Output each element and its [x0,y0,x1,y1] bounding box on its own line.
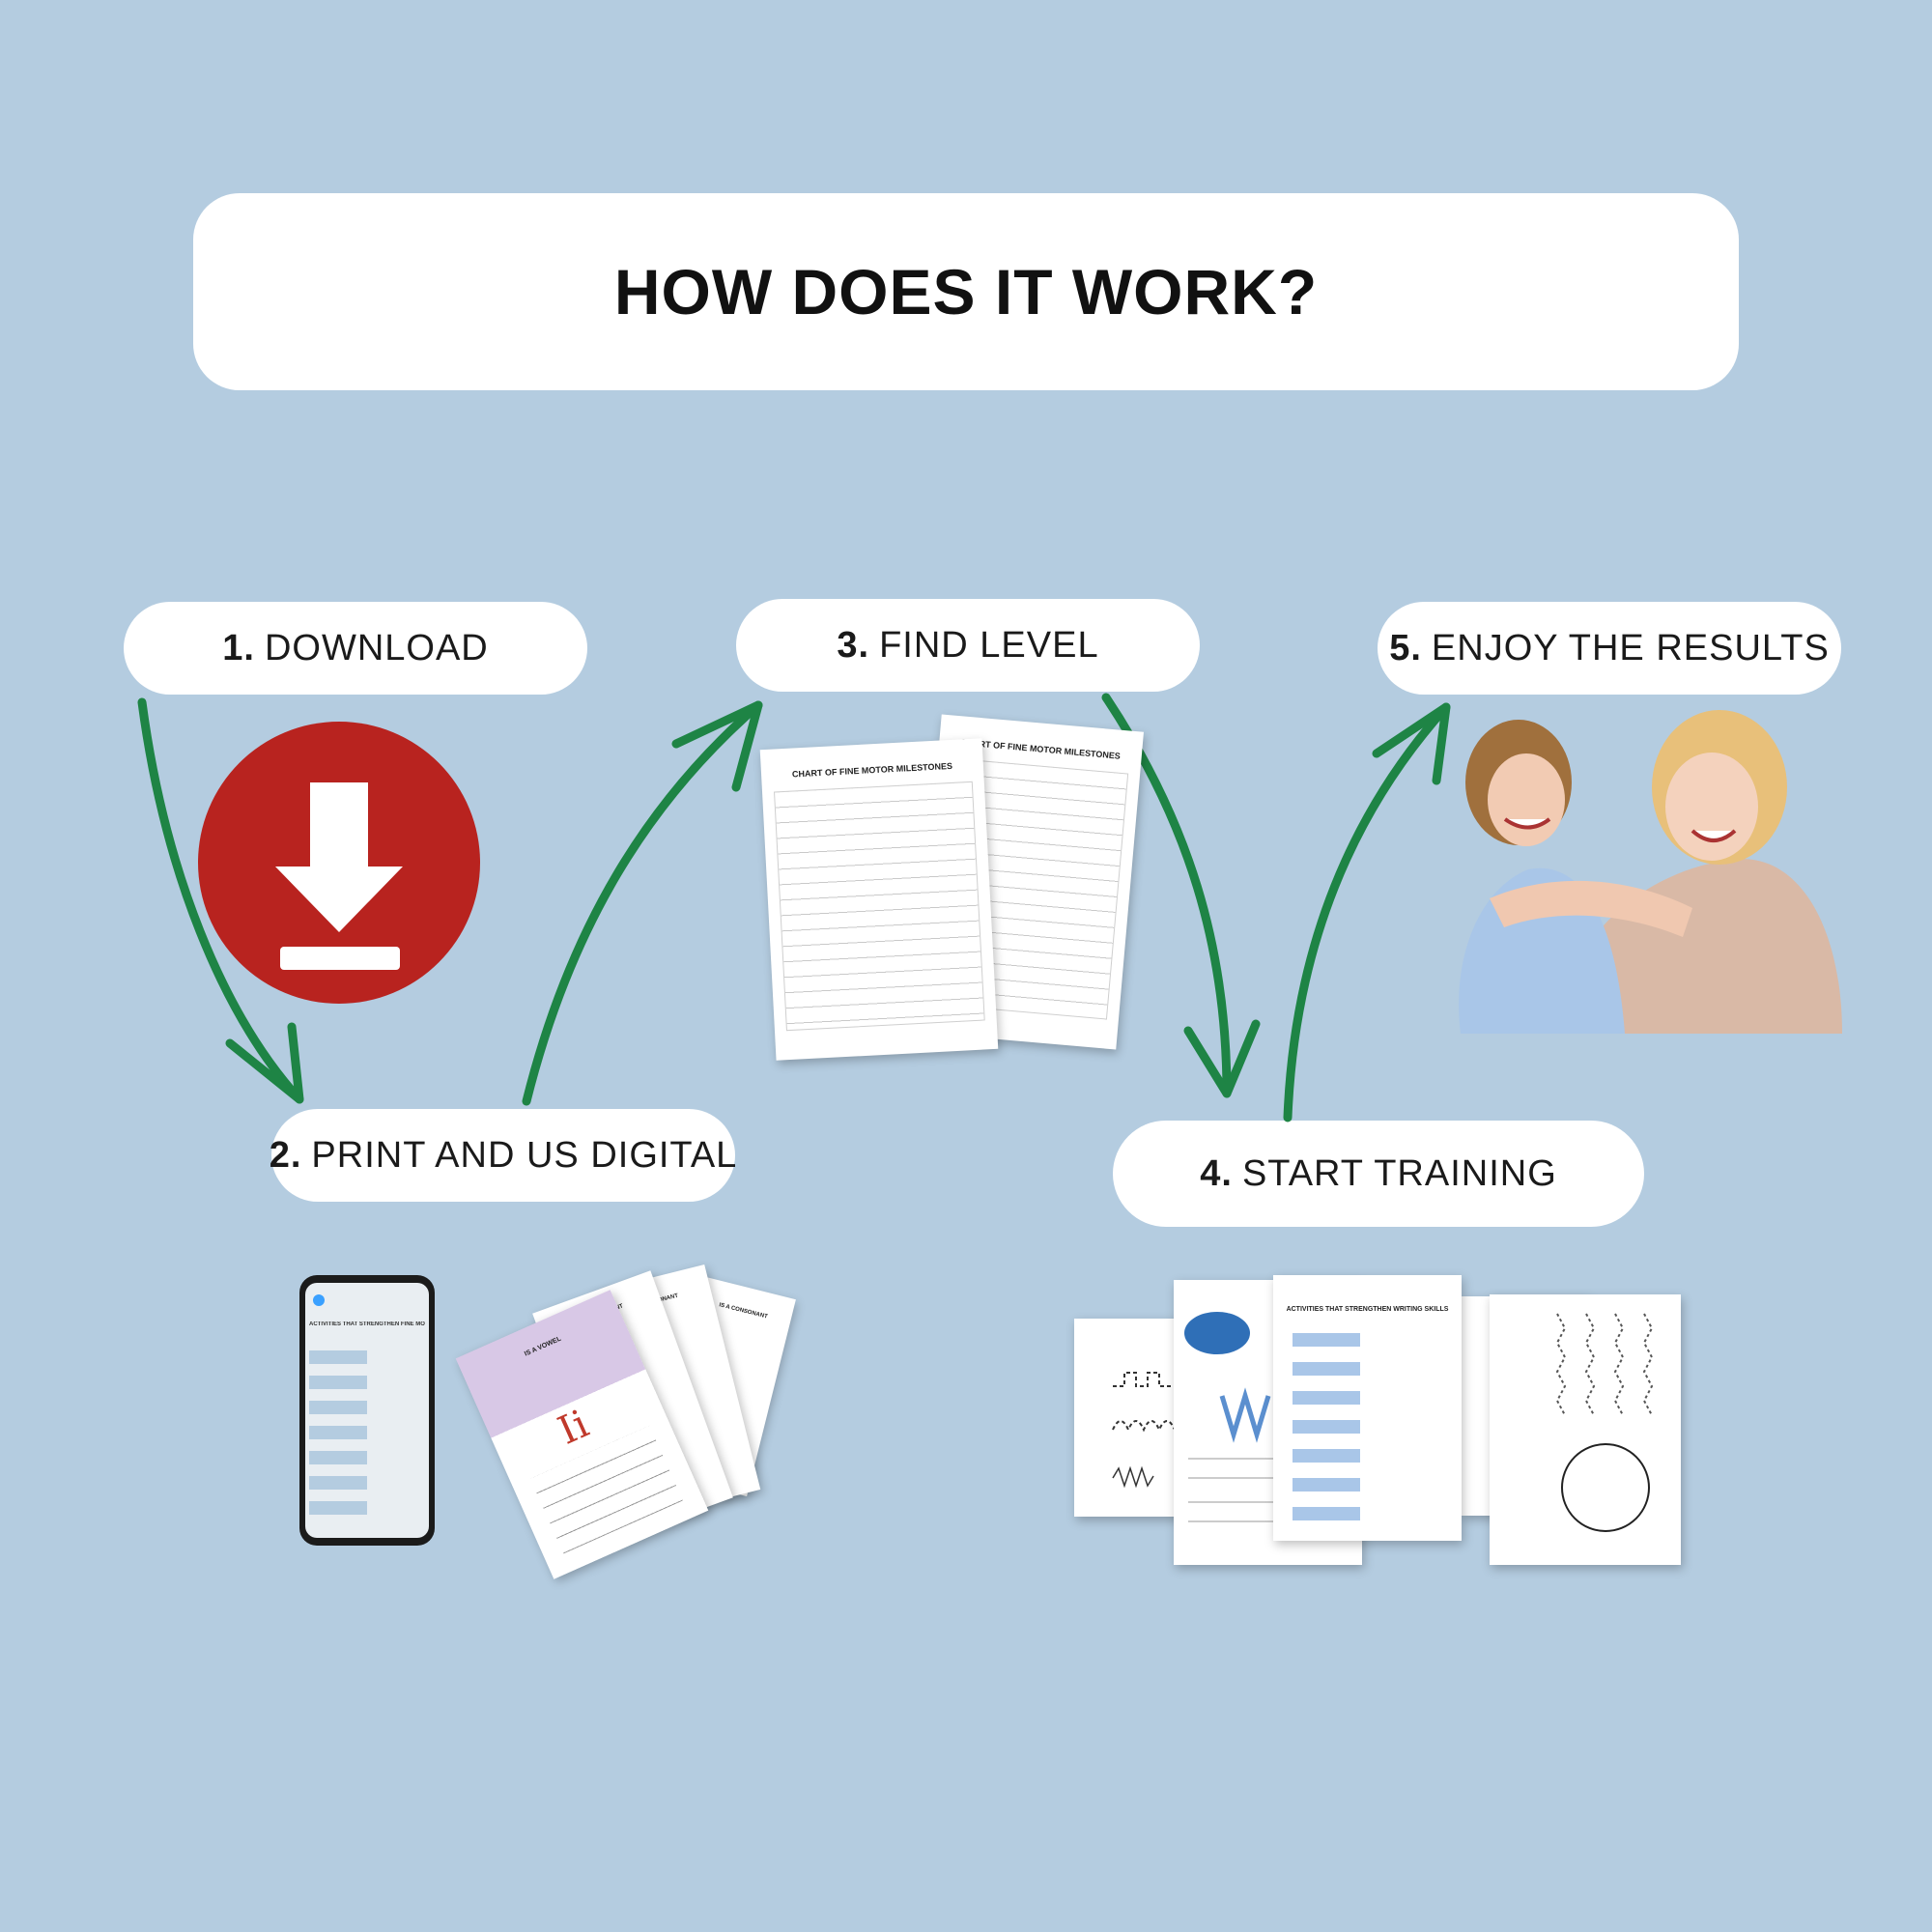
happy-family-photo [1412,705,1842,1034]
page-title: HOW DOES IT WORK? [613,256,1319,327]
arrowhead-icon [1183,1019,1261,1098]
step-1-label: DOWNLOAD [264,627,489,668]
writing-skills-sheet: ACTIVITIES THAT STRENGTHEN WRITING SKILL… [1273,1275,1462,1541]
milestones-sheet-title: CHART OF FINE MOTOR MILESTONES [791,760,953,780]
milestones-sheet-front: CHART OF FINE MOTOR MILESTONES [759,738,999,1061]
step-3-number: 3. [837,624,870,666]
phone-mockup: ACTIVITIES THAT STRENGTHEN FINE MOTOR SK… [299,1275,435,1546]
download-button-graphic [198,722,480,1004]
step-4-label: START TRAINING [1241,1152,1557,1194]
curved-arrow-icon [522,700,763,1106]
step-2-pill: 2. PRINT AND US DIGITAL [269,1109,738,1202]
step-3-label: FIND LEVEL [879,624,1099,666]
step-2-number: 2. [269,1134,302,1176]
step-1-number: 1. [222,627,255,668]
step-5-label: ENJOY THE RESULTS [1431,627,1830,668]
step-4-pill: 4. START TRAINING [1113,1121,1644,1227]
step-5-pill: 5. ENJOY THE RESULTS [1378,602,1841,695]
step-2-label: PRINT AND US DIGITAL [311,1134,738,1176]
milestones-table [774,781,985,1032]
step-4-number: 4. [1200,1152,1233,1194]
phone-screen-title: ACTIVITIES THAT STRENGTHEN FINE MOTOR SK… [309,1321,425,1327]
arrowhead-icon [225,1022,304,1104]
zigzag-sheet [1490,1294,1681,1565]
arrowhead-icon [671,700,763,792]
download-icon [275,782,403,970]
step-5-number: 5. [1389,627,1422,668]
phone-screen: ACTIVITIES THAT STRENGTHEN FINE MOTOR SK… [305,1283,429,1538]
step-1-pill: 1. DOWNLOAD [124,602,587,695]
step-3-pill: 3. FIND LEVEL [736,599,1200,692]
title-box: HOW DOES IT WORK? [193,193,1739,390]
curved-arrow-icon [1283,702,1451,1122]
arrowhead-icon [1372,702,1451,785]
curved-arrow-icon [137,697,304,1104]
